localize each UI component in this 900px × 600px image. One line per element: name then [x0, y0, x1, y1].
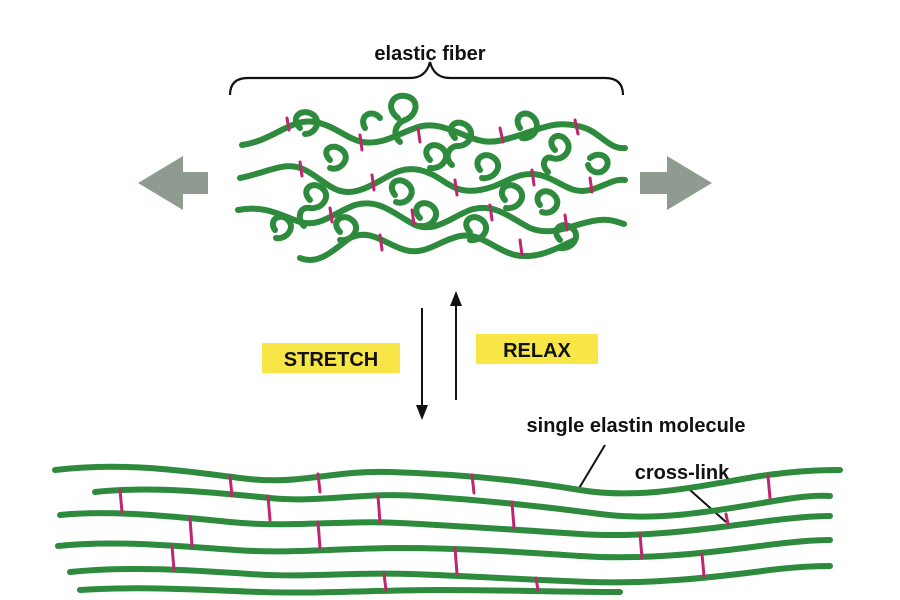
relax-highlight [476, 334, 598, 364]
gray-right-arrow-icon [640, 156, 712, 210]
stretched-fiber-network [52, 463, 843, 596]
single-elastin-molecule-label: single elastin molecule [527, 415, 746, 437]
single-molecule-pointer [577, 444, 606, 491]
relaxed-cross-links [285, 116, 594, 257]
relax-label: RELAX [503, 340, 571, 362]
fiber-brace [228, 61, 625, 96]
stretch-label: STRETCH [284, 349, 378, 371]
cross-link-pointer [689, 489, 727, 523]
relaxed-fiber-network [235, 92, 628, 263]
cross-link-label: cross-link [635, 462, 730, 484]
gray-left-arrow-icon [138, 156, 208, 210]
stretched-cross-links [118, 472, 772, 592]
elastic-fiber-label: elastic fiber [374, 43, 485, 65]
stretch-highlight [262, 343, 400, 373]
relax-up-arrow [450, 291, 462, 400]
stretch-down-arrow [416, 308, 428, 420]
